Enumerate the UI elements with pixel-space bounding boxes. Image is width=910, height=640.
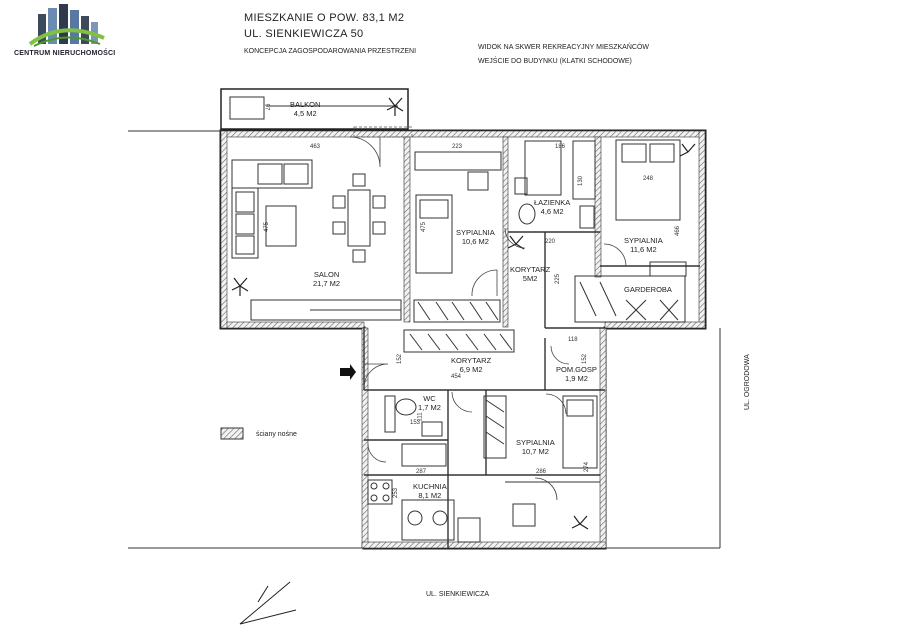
dim-label: 466: [675, 225, 682, 237]
dim-label: 287: [416, 469, 427, 475]
dim-label: 248: [643, 176, 654, 182]
doors: [349, 136, 627, 501]
dim-label: 286: [536, 469, 547, 475]
dim-label: 454: [451, 374, 462, 380]
dim-label: 97: [263, 103, 270, 111]
logo-mark: [28, 4, 105, 47]
corridor-wardrobe: [403, 329, 515, 459]
entrance-arrow: [340, 364, 356, 380]
dim-label: 475: [421, 221, 428, 233]
logo-text: CENTRUM NIERUCHOMOŚCI: [14, 50, 116, 57]
view-note: WIDOK NA SKWER REKREACYJNY MIESZKAŃCÓW: [478, 44, 650, 51]
bedroom3-furniture: [505, 395, 600, 527]
dim-label: 475: [264, 221, 271, 233]
salon-furniture: [229, 96, 402, 321]
street-east: UL. OGRODOWA: [744, 354, 751, 410]
page-subtitle: KONCEPCJA ZAGOSPODAROWANIA PRZESTRZENI: [244, 48, 417, 55]
dim-label: 220: [545, 239, 556, 245]
dim-label: 274: [584, 461, 591, 473]
dim-label: 152: [397, 353, 404, 365]
kitchen-fixtures: [367, 395, 481, 543]
dim-label: 186: [555, 144, 566, 150]
room-garderoba: GARDEROBA: [624, 285, 672, 294]
dim-label: 463: [310, 144, 321, 150]
dim-label: 225: [555, 273, 562, 285]
dim-label: 152: [582, 353, 589, 365]
page-address: UL. SIENKIEWICZA 50: [244, 28, 364, 40]
balcony-door: [353, 126, 413, 138]
dim-label: 223: [452, 144, 463, 150]
entrance-note: WEJŚCIE DO BUDYNKU (KLATKI SCHODOWE): [478, 58, 632, 65]
dim-label: 130: [578, 175, 585, 187]
legend-label: ściany nośne: [256, 431, 297, 438]
bearing-walls: [220, 130, 706, 549]
page-title: MIESZKANIE O POW. 83,1 M2: [244, 12, 405, 24]
street-south: UL. SIENKIEWICZA: [426, 591, 490, 598]
north-arrow: [239, 581, 297, 625]
dim-label: 253: [393, 487, 400, 499]
legend-swatch: [220, 427, 244, 440]
dim-label: 153: [410, 420, 421, 426]
bathroom-fixtures: [514, 140, 596, 229]
plants: [231, 97, 696, 530]
dim-label: 118: [568, 337, 578, 343]
bedroom2-furniture: [574, 139, 687, 323]
site-lines: [128, 130, 721, 549]
bedroom1-furniture: [413, 151, 502, 323]
